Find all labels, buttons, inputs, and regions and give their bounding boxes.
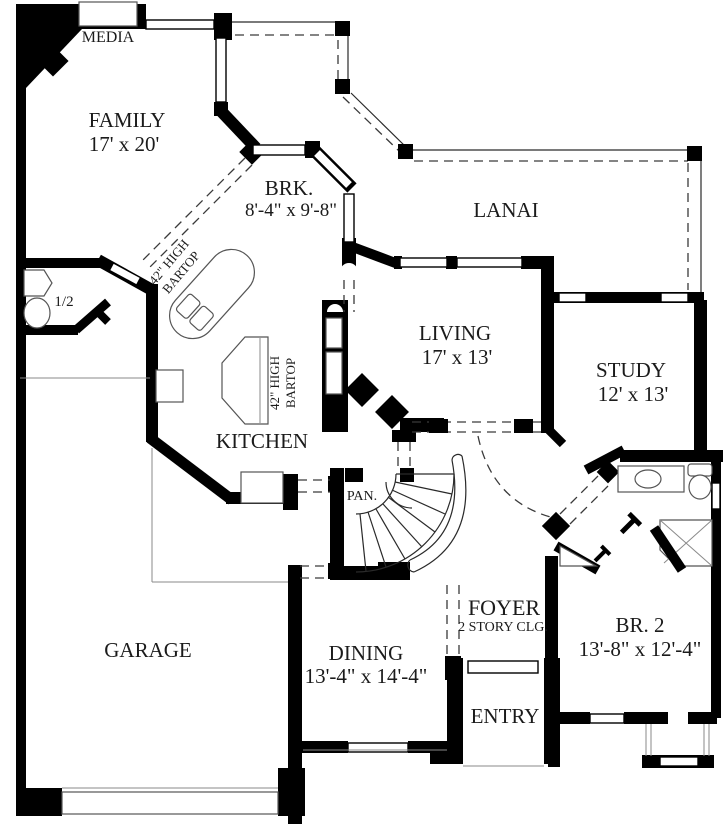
pantry-door-arc — [385, 481, 413, 509]
bath-toilet — [688, 474, 712, 500]
media-label: MEDIA — [82, 29, 135, 46]
study-label: STUDY — [596, 358, 666, 382]
living-label: LIVING — [419, 321, 491, 345]
halfbath-label: 1/2 — [54, 294, 73, 310]
bartop-counter-annotation: 42" HIGH BARTOP — [267, 356, 298, 410]
dining-dims: 13'-4" x 14'-4" — [305, 664, 428, 688]
curved-staircase — [355, 453, 467, 573]
breakfast-dims: 8'-4" x 9'-8" — [245, 200, 337, 221]
fixtures — [23, 248, 713, 573]
lanai-outline — [215, 21, 702, 292]
lanai-post — [398, 144, 413, 159]
dashed-openings — [142, 157, 609, 656]
family-dims: 17' x 20' — [89, 132, 160, 156]
foyer-2story-line — [446, 585, 460, 656]
dining-label: DINING — [329, 641, 404, 665]
dining-window — [347, 742, 409, 753]
entry-label: ENTRY — [471, 704, 540, 728]
living-dims: 17' x 13' — [422, 345, 493, 369]
door-stop — [593, 544, 612, 563]
lanai-post — [687, 146, 702, 161]
study-dims: 12' x 13' — [598, 382, 669, 406]
lanai-label: LANAI — [473, 198, 538, 222]
pantry-label: PAN. — [347, 489, 377, 504]
kitchen-appliance — [240, 471, 284, 504]
bath-opening — [559, 475, 609, 525]
media-niche — [78, 1, 138, 27]
refrigerator — [155, 369, 184, 403]
br2-label: BR. 2 — [615, 613, 664, 637]
svg-text:BARTOP: BARTOP — [283, 358, 298, 408]
foyer-label: FOYER — [468, 595, 540, 620]
bath-sink — [634, 469, 662, 489]
br2-door-leaf — [559, 544, 599, 567]
floor-lines — [20, 377, 710, 789]
kitchen-island — [168, 248, 256, 340]
family-label: FAMILY — [89, 108, 166, 132]
svg-text:42" HIGH: 42" HIGH — [267, 356, 282, 410]
lanai-post — [335, 79, 350, 94]
foyer-note: 2 STORY CLG. — [458, 620, 548, 635]
front-door — [467, 660, 539, 674]
foyer-ceiling-arc — [477, 435, 555, 519]
garage-door — [61, 791, 279, 815]
breakfast-label: BRK. — [265, 176, 313, 200]
br2-dims: 13'-8" x 12'-4" — [579, 637, 702, 661]
garage-label: GARAGE — [104, 638, 192, 662]
bath-toilet-tank — [687, 463, 713, 477]
door-stop — [619, 511, 643, 535]
halfbath-sink — [23, 269, 53, 297]
lanai-post — [335, 21, 350, 36]
raised-bartop — [221, 336, 269, 425]
kitchen-label: KITCHEN — [216, 429, 308, 453]
island-sink — [175, 293, 201, 319]
halfbath-toilet — [23, 297, 51, 329]
windows — [61, 1, 721, 815]
island-sink — [189, 305, 214, 331]
